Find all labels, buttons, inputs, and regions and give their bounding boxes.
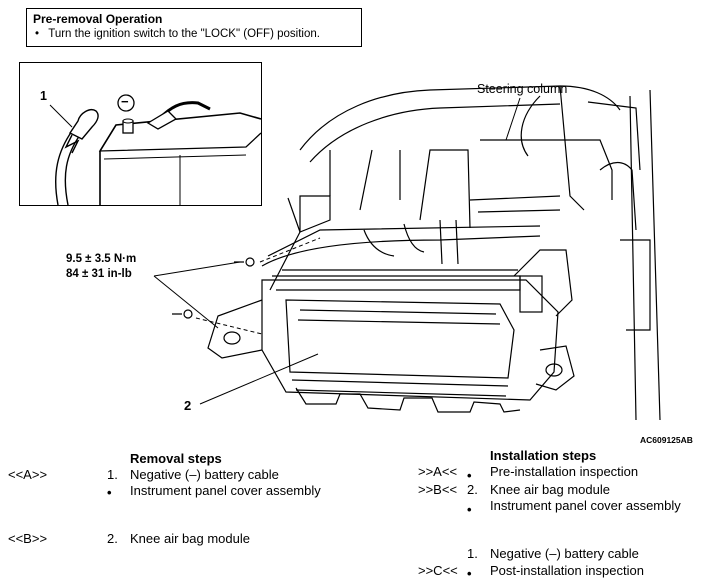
figure-code: AC609125AB [640, 435, 693, 445]
installation-step-text: Instrument panel cover assembly [490, 498, 681, 513]
installation-mark-b: >>B<< [418, 482, 458, 497]
installation-step-text: Negative (–) battery cable [490, 546, 639, 561]
installation-mark-c: >>C<< [418, 563, 458, 578]
pre-removal-text: Turn the ignition switch to the "LOCK" (… [48, 28, 320, 40]
removal-step-text: Knee air bag module [130, 531, 250, 546]
removal-step-number: 1. [107, 467, 118, 482]
removal-steps-heading: Removal steps [130, 451, 222, 466]
installation-step-bullet: • [467, 468, 472, 483]
installation-step-bullet: • [467, 566, 472, 581]
installation-steps-heading: Installation steps [490, 448, 597, 463]
pre-removal-instruction: • Turn the ignition switch to the "LOCK"… [35, 28, 320, 40]
installation-step-text: Knee air bag module [490, 482, 610, 497]
pre-removal-title: Pre-removal Operation [33, 12, 163, 26]
removal-step-text: Instrument panel cover assembly [130, 483, 321, 498]
installation-step-number: 1. [467, 546, 478, 561]
removal-step-bullet: • [107, 485, 112, 500]
callout-1: 1 [40, 89, 47, 103]
installation-step-number: 2. [467, 482, 478, 497]
pre-removal-box: Pre-removal Operation • Turn the ignitio… [26, 8, 362, 47]
installation-step-bullet: • [467, 502, 472, 517]
removal-step-number: 2. [107, 531, 118, 546]
battery-illustration [49, 94, 261, 205]
knee-airbag-illustration [153, 85, 661, 421]
callout-2: 2 [184, 398, 192, 413]
battery-inset: 1 − [19, 62, 262, 206]
installation-step-text: Post-installation inspection [490, 563, 644, 578]
steering-column-label: Steering column [477, 82, 568, 96]
removal-mark-a: <<A>> [8, 467, 48, 482]
installation-step-text: Pre-installation inspection [490, 464, 639, 479]
removal-step-text: Negative (–) battery cable [130, 467, 279, 482]
bullet: • [35, 28, 40, 40]
torque-nm-label: 9.5 ± 3.5 N·m [66, 253, 137, 265]
minus-symbol: − [121, 94, 129, 109]
torque-inlb-label: 84 ± 31 in-lb [66, 268, 132, 280]
removal-mark-b: <<B>> [8, 531, 48, 546]
installation-mark-a: >>A<< [418, 464, 458, 479]
